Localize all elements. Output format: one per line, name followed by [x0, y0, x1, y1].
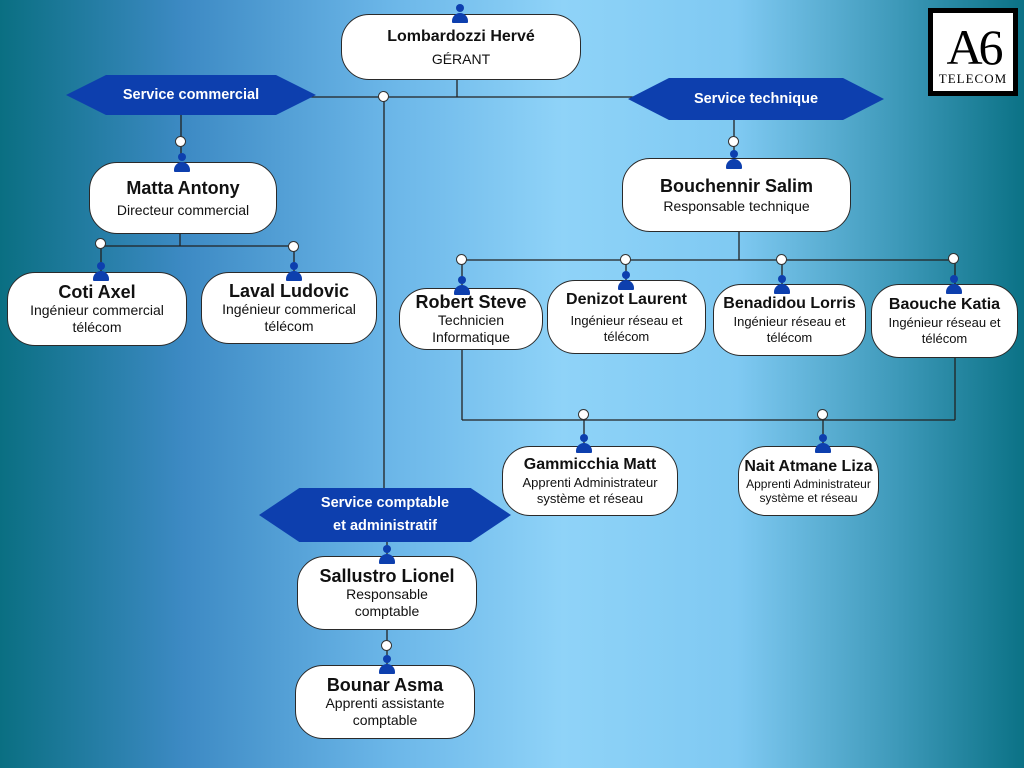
person-role: Ingénieur réseau et télécom: [733, 314, 846, 345]
person-name: Sallustro Lionel: [319, 566, 455, 586]
person-role: Ingénieur commerical télécom: [222, 301, 356, 334]
connector-dot: [578, 409, 589, 420]
person-card-laval: Laval Ludovic Ingénieur commerical téléc…: [201, 272, 377, 344]
person-name: Robert Steve: [415, 292, 527, 312]
person-role: Ingénieur réseau et télécom: [570, 312, 683, 344]
connector-dot: [175, 136, 186, 147]
person-card-gerant: Lombardozzi Hervé GÉRANT: [341, 14, 581, 80]
person-icon: [174, 153, 190, 173]
person-icon: [286, 262, 302, 282]
person-icon: [774, 275, 790, 295]
service-technique-label: Service technique: [693, 90, 819, 107]
person-name: Laval Ludovic: [228, 281, 350, 301]
person-icon: [946, 275, 962, 295]
connector-dot: [620, 254, 631, 265]
service-technique-banner: Service technique: [628, 78, 884, 120]
person-card-gammicchia: Gammicchia Matt Apprenti Administrateur …: [502, 446, 678, 516]
person-role: Responsable comptable: [346, 586, 428, 619]
person-role: Apprenti Administrateur système et résea…: [522, 475, 658, 506]
person-role: Directeur commercial: [116, 201, 250, 218]
person-icon: [726, 150, 742, 170]
connector-dot: [378, 91, 389, 102]
connector-dot: [776, 254, 787, 265]
person-card-nait: Nait Atmane Liza Apprenti Administrateur…: [738, 446, 879, 516]
person-card-baouche: Baouche Katia Ingénieur réseau et téléco…: [871, 284, 1018, 358]
person-role: GÉRANT: [431, 50, 491, 67]
person-name: Lombardozzi Hervé: [387, 27, 535, 45]
person-name: Benadidou Lorris: [723, 295, 856, 312]
person-icon: [452, 4, 468, 24]
person-icon: [618, 271, 634, 291]
person-role: Apprenti assistante comptable: [325, 695, 445, 728]
person-card-coti: Coti Axel Ingénieur commercial télécom: [7, 272, 187, 346]
person-name: Coti Axel: [58, 282, 136, 302]
person-icon: [93, 262, 109, 282]
connector-dot: [948, 253, 959, 264]
person-card-sallustro: Sallustro Lionel Responsable comptable: [297, 556, 477, 630]
connector-dot: [728, 136, 739, 147]
connector-dot: [817, 409, 828, 420]
person-icon: [815, 434, 831, 454]
person-icon: [576, 434, 592, 454]
person-icon: [454, 276, 470, 296]
person-name: Nait Atmane Liza: [744, 458, 873, 475]
person-name: Gammicchia Matt: [523, 456, 657, 473]
person-name: Denizot Laurent: [566, 290, 687, 308]
person-name: Bounar Asma: [326, 675, 444, 695]
person-card-bouchennir: Bouchennir Salim Responsable technique: [622, 158, 851, 232]
person-card-matta: Matta Antony Directeur commercial: [89, 162, 277, 234]
person-card-robert: Robert Steve Technicien Informatique: [399, 288, 543, 350]
person-role: Apprenti Administrateur système et résea…: [746, 477, 871, 505]
person-role: Ingénieur réseau et télécom: [888, 315, 1001, 346]
person-role: Ingénieur commercial télécom: [30, 302, 164, 335]
logo-mark: A6: [946, 19, 1003, 75]
person-name: Baouche Katia: [888, 296, 1001, 313]
service-commercial-banner: Service commercial: [66, 75, 316, 115]
person-card-bounar: Bounar Asma Apprenti assistante comptabl…: [295, 665, 475, 739]
person-name: Bouchennir Salim: [659, 175, 814, 196]
person-card-denizot: Denizot Laurent Ingénieur réseau et télé…: [547, 280, 706, 354]
logo-text: TELECOM: [938, 71, 1008, 86]
connector-dot: [95, 238, 106, 249]
service-commercial-label: Service commercial: [122, 86, 260, 103]
person-name: Matta Antony: [126, 177, 240, 198]
connector-dot: [381, 640, 392, 651]
connector-dot: [288, 241, 299, 252]
company-logo: A6 TELECOM: [928, 8, 1018, 96]
person-role: Technicien Informatique: [432, 312, 510, 345]
person-icon: [379, 545, 395, 565]
connector-dot: [456, 254, 467, 265]
person-card-benadidou: Benadidou Lorris Ingénieur réseau et tél…: [713, 284, 866, 356]
person-icon: [379, 655, 395, 675]
service-comptable-label-line1: Service comptable: [320, 495, 450, 511]
service-comptable-label-line2: et administratif: [333, 518, 437, 534]
service-comptable-banner: Service comptable et administratif: [259, 488, 511, 542]
person-role: Responsable technique: [663, 197, 810, 214]
